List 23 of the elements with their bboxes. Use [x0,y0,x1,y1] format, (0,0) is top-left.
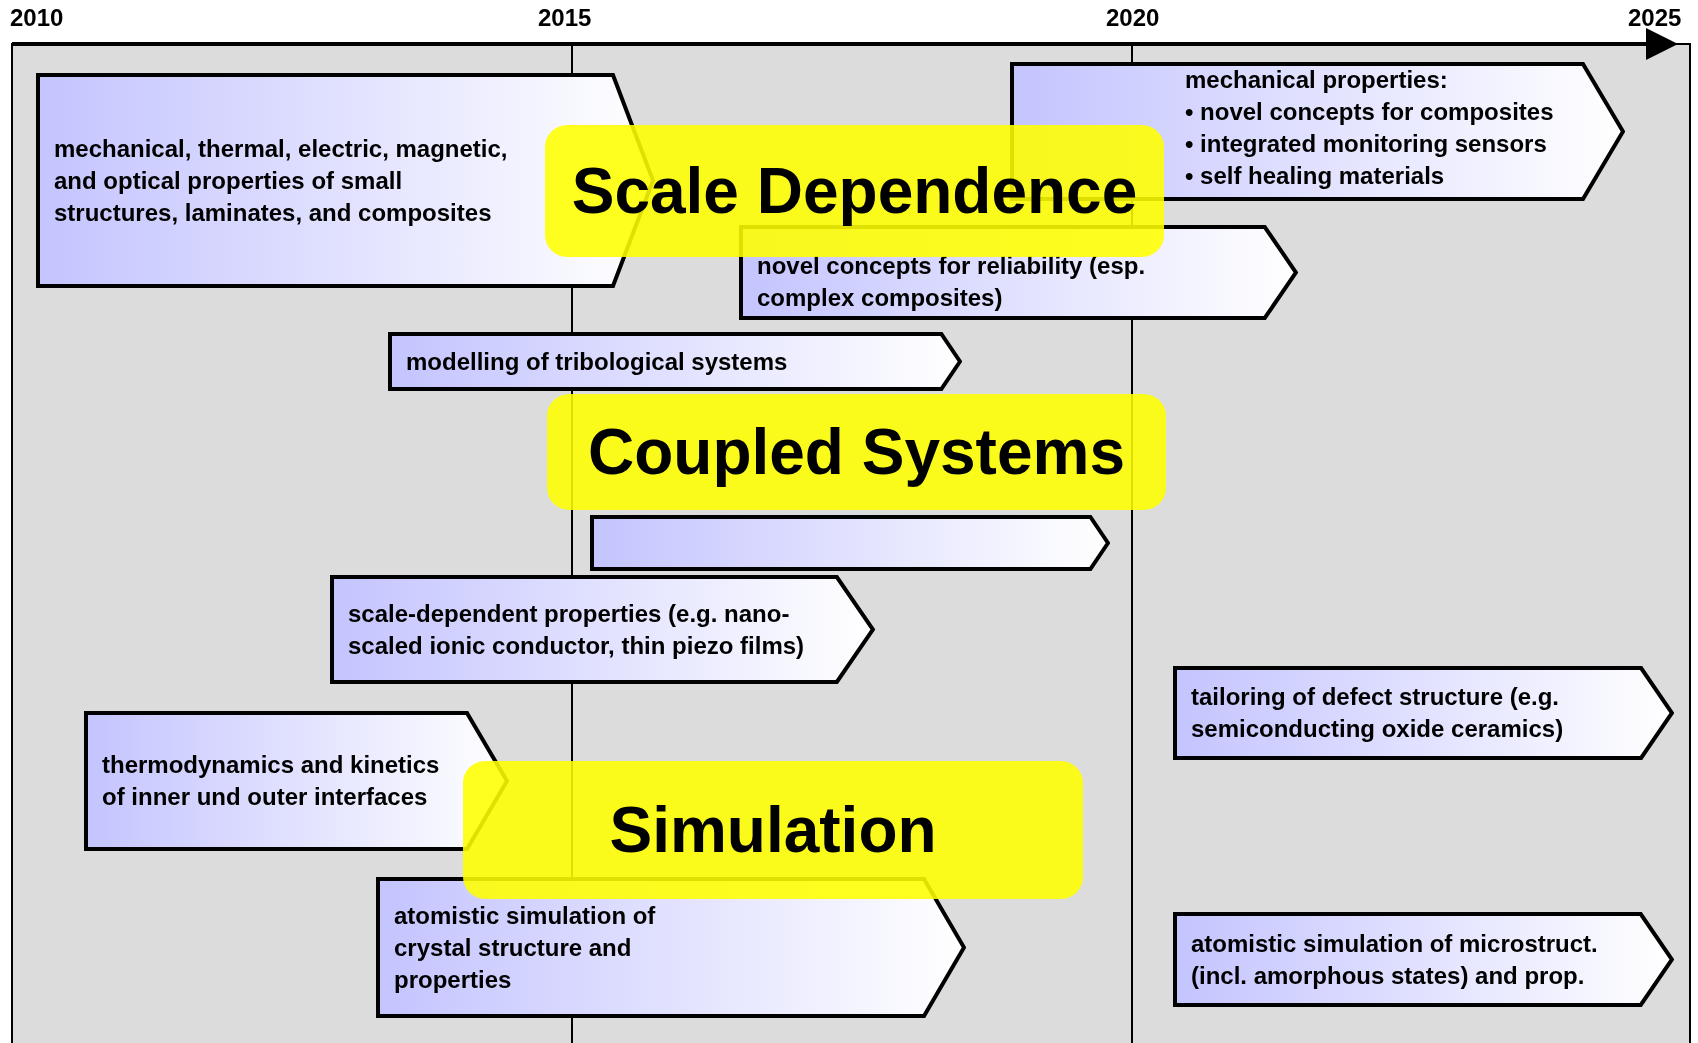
arrow-text: thermodynamics and kinetics of inner und outer interfaces [102,750,441,812]
arrow-text: atomistic simulation of crystal structure and properties [394,900,657,995]
roadmap-bar [330,575,875,684]
year-label: 2015 [538,4,592,32]
topic-banner: Scale Dependence [545,125,1164,257]
arrow-text: atomistic simulation of microstruct. (incl. amorphous states) and prop. [1191,928,1599,991]
arrow-text: • integrated monitoring sensors [1185,129,1548,159]
arrow-text: mechanical properties: [1185,65,1449,95]
arrow-text: tailoring of defect structure (e.g. semiconducting oxide ceramics) [1191,682,1565,744]
arrow-text: modelling of tribological systems [406,346,789,377]
arrow-text: • novel concepts for composites [1185,97,1555,127]
roadmap-bar [1173,666,1674,760]
topic-banner: Simulation [463,761,1083,899]
roadmap-bar [388,332,962,391]
year-label: 2025 [1628,4,1682,32]
roadmap-bar [590,515,1110,571]
topic-banner: Coupled Systems [547,394,1166,510]
year-label: 2020 [1106,4,1160,32]
arrow-text: • self healing materials [1185,161,1446,191]
roadmap-bar [1173,912,1674,1007]
year-label: 2010 [10,4,64,32]
arrow-text: scale-dependent properties (e.g. nano-scaled ionic conductor, thin piezo films) [348,598,806,661]
arrow-text: mechanical, thermal, electric, magnetic, and optical properties of small structures, laminates, and composites [54,133,509,228]
